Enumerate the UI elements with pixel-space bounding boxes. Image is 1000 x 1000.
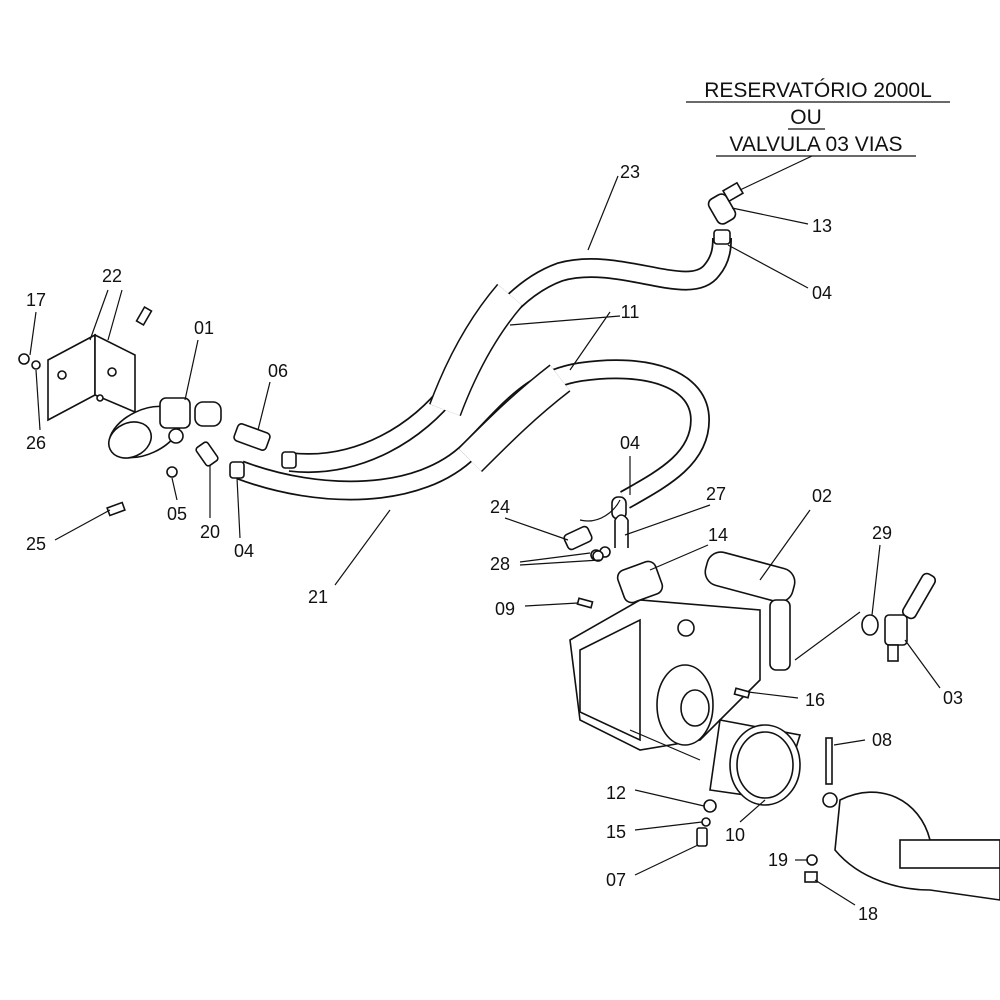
label-16: 16 xyxy=(805,690,825,710)
label-03: 03 xyxy=(943,688,963,708)
destination-note: RESERVATÓRIO 2000L OU VALVULA 03 VIAS xyxy=(686,79,950,157)
label-22: 22 xyxy=(102,266,122,286)
label-04: 04 xyxy=(812,283,832,303)
label-29: 29 xyxy=(872,523,892,543)
label-04: 04 xyxy=(234,541,254,561)
label-27: 27 xyxy=(706,484,726,504)
label-21: 21 xyxy=(308,587,328,607)
label-19: 19 xyxy=(768,850,788,870)
label-28: 28 xyxy=(490,554,510,574)
label-25: 25 xyxy=(26,534,46,554)
label-01: 01 xyxy=(194,318,214,338)
elbow-fitting-13 xyxy=(707,181,745,245)
pto-shaft xyxy=(822,737,1000,901)
label-12: 12 xyxy=(606,783,626,803)
leader-lines xyxy=(29,155,941,906)
valve-03 xyxy=(861,572,937,662)
label-07: 07 xyxy=(606,870,626,890)
label-04: 04 xyxy=(620,433,640,453)
filter-01 xyxy=(108,397,222,478)
title-line-1: RESERVATÓRIO 2000L xyxy=(704,79,932,102)
bellows-10 xyxy=(709,719,802,806)
label-23: 23 xyxy=(620,162,640,182)
label-24: 24 xyxy=(490,497,510,517)
label-17: 17 xyxy=(26,290,46,310)
bracket-22 xyxy=(18,305,153,517)
label-10: 10 xyxy=(725,825,745,845)
label-18: 18 xyxy=(858,904,878,924)
label-08: 08 xyxy=(872,730,892,750)
label-09: 09 xyxy=(495,599,515,619)
label-14: 14 xyxy=(708,525,728,545)
label-13: 13 xyxy=(812,216,832,236)
fitting-06 xyxy=(229,423,297,479)
hose-21 xyxy=(236,359,711,509)
label-20: 20 xyxy=(200,522,220,542)
label-05: 05 xyxy=(167,504,187,524)
label-11: 11 xyxy=(621,302,640,322)
hose-23 xyxy=(288,237,732,473)
hardware xyxy=(579,499,818,883)
label-15: 15 xyxy=(606,822,626,842)
label-06: 06 xyxy=(268,361,288,381)
title-line-2: OU xyxy=(790,106,822,129)
label-02: 02 xyxy=(812,486,832,506)
part-labels: 23 13 04 11 22 17 01 06 26 04 27 02 24 0… xyxy=(26,162,963,924)
title-line-3: VALVULA 03 VIAS xyxy=(729,133,902,156)
pump-02 xyxy=(563,496,796,751)
label-26: 26 xyxy=(26,433,46,453)
